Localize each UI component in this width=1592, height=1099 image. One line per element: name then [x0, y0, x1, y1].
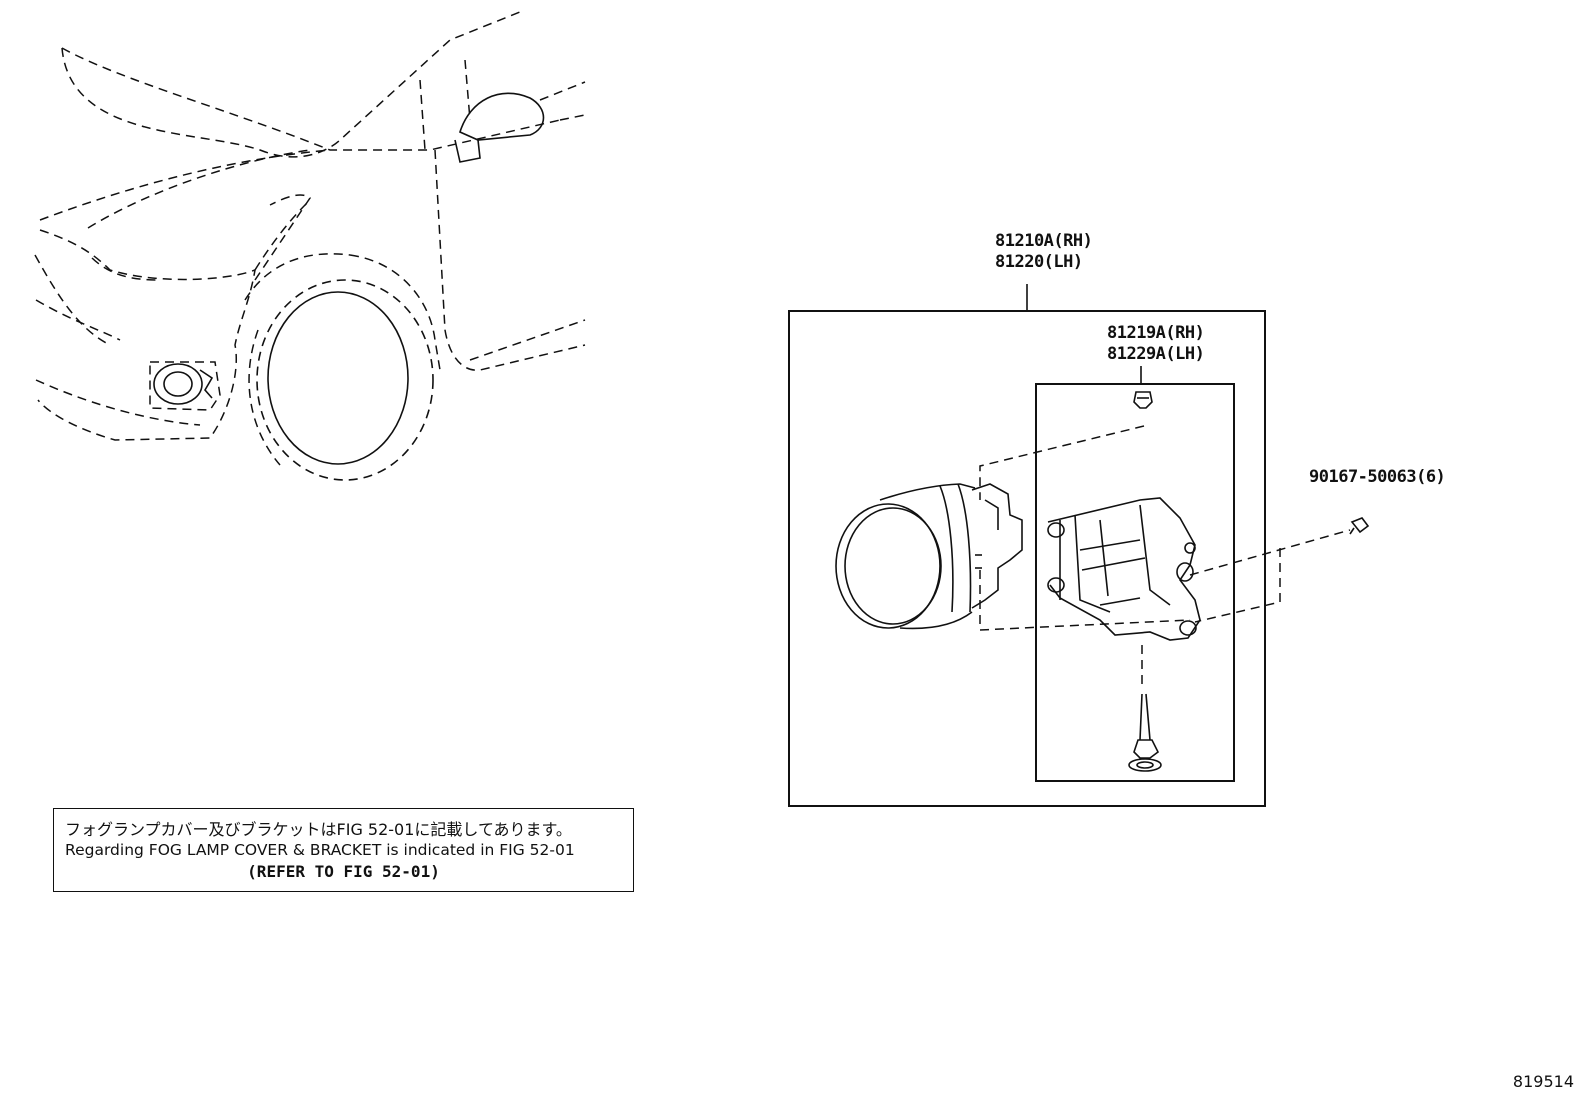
part-number-sub-rh: 81219A(RH): [1107, 323, 1205, 343]
figure-number: 819514: [1512, 1072, 1574, 1091]
note-refer: (REFER TO FIG 52-01): [247, 862, 440, 881]
vehicle-outline: [34, 11, 586, 481]
note-english: Regarding FOG LAMP COVER & BRACKET is in…: [65, 841, 575, 859]
sub-assembly-box: [1035, 383, 1235, 782]
part-number-screw: 90167-50063(6): [1309, 467, 1446, 487]
part-number-sub-lh: 81229A(LH): [1107, 344, 1205, 364]
nut-icon: [1133, 391, 1153, 409]
part-number-assembly-rh: 81210A(RH): [995, 231, 1093, 251]
reference-note: フォグランプカバー及びブラケットはFIG 52-01に記載してあります。 Reg…: [53, 808, 634, 892]
part-number-assembly-lh: 81220(LH): [995, 252, 1083, 272]
adjuster-screw-icon: [1128, 693, 1162, 772]
screw-icon: [1349, 517, 1370, 535]
alignment-lines: [979, 425, 1351, 690]
assembly-box: [788, 310, 1266, 807]
fog-lamp-icon: [835, 483, 1023, 630]
bracket-icon: [1047, 497, 1201, 641]
note-japanese: フォグランプカバー及びブラケットはFIG 52-01に記載してあります。: [65, 820, 572, 839]
